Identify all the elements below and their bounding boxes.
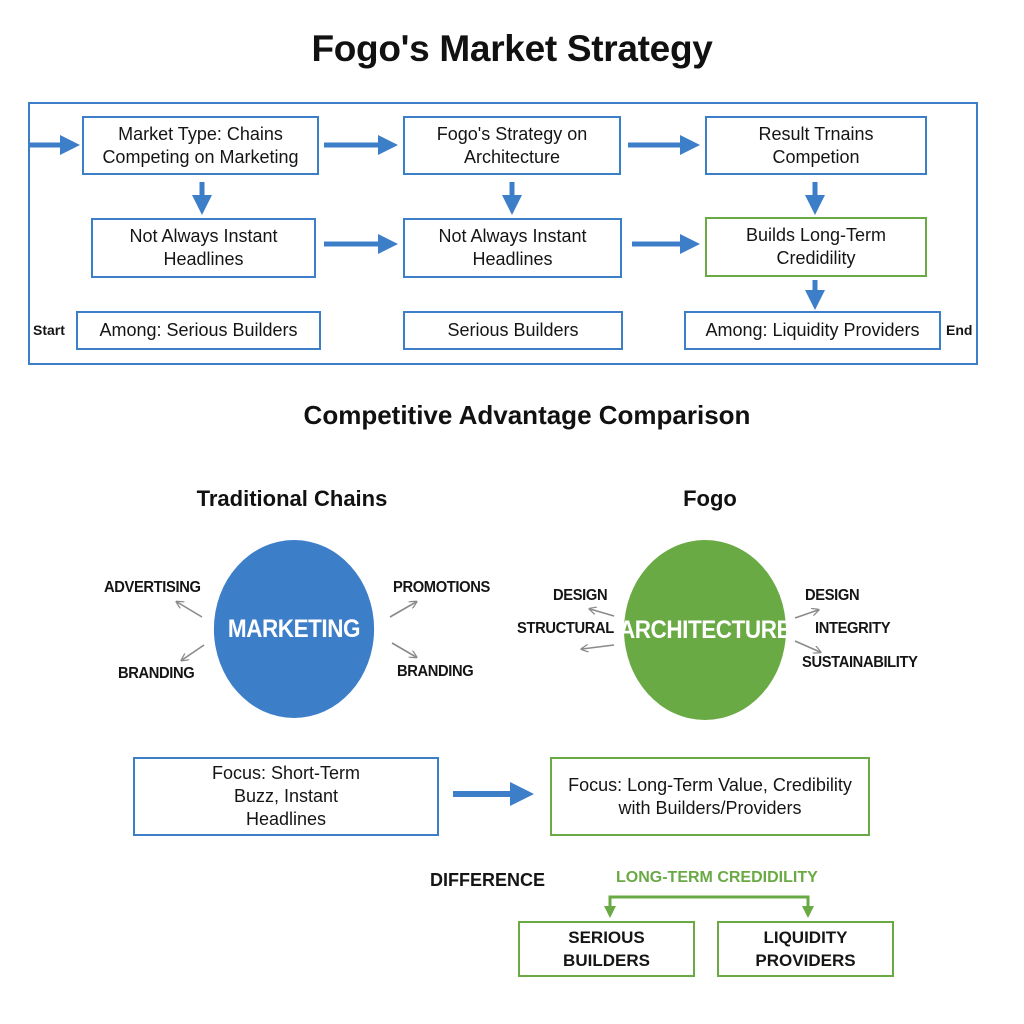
keyword-integrity: INTEGRITY — [815, 620, 891, 637]
fogo-title: Fogo — [683, 486, 737, 511]
spoke-sustainability — [794, 640, 820, 652]
focus-short-term-box: Focus: Short-Term Buzz, Instant Headline… — [133, 757, 439, 836]
flow-box-headlines-1: Not Always Instant Headlines — [91, 218, 316, 278]
start-label: Start — [33, 322, 65, 338]
spoke-structural — [582, 644, 615, 649]
flow-box-fogo-strategy: Fogo's Strategy on Architecture — [403, 116, 621, 175]
spoke-branding-left — [182, 644, 205, 660]
spoke-branding-right — [391, 642, 416, 657]
difference-bracket — [608, 895, 810, 912]
keyword-branding-right: BRANDING — [397, 663, 474, 680]
flow-box-credibility: Builds Long-Term Credidility — [705, 217, 927, 277]
keyword-design-right: DESIGN — [805, 587, 860, 604]
strategy-flow-frame — [28, 102, 978, 365]
keyword-branding-left: BRANDING — [118, 665, 195, 682]
end-label: End — [946, 322, 973, 338]
flow-box-among-builders: Among: Serious Builders — [76, 311, 321, 350]
focus-long-term-box: Focus: Long-Term Value, Credibility with… — [550, 757, 870, 836]
page-title: Fogo's Market Strategy — [311, 28, 713, 69]
keyword-design-left: DESIGN — [553, 587, 608, 604]
flow-box-headlines-2: Not Always Instant Headlines — [403, 218, 622, 278]
target-serious-builders-label: SERIOUS BUILDERS — [563, 928, 650, 970]
keyword-promotions: PROMOTIONS — [393, 579, 490, 596]
target-liquidity-providers: LIQUIDITY PROVIDERS — [717, 921, 894, 977]
architecture-label: ARCHITECTURE — [618, 615, 792, 644]
marketing-circle: MARKETING — [213, 540, 375, 718]
marketing-label: MARKETING — [227, 614, 361, 643]
flow-box-market-type: Market Type: Chains Competing on Marketi… — [82, 116, 319, 175]
target-serious-builders: SERIOUS BUILDERS — [518, 921, 695, 977]
target-liquidity-providers-label: LIQUIDITY PROVIDERS — [755, 928, 856, 970]
spoke-promotions — [389, 602, 416, 618]
difference-value: LONG-TERM CREDIDILITY — [616, 869, 818, 886]
difference-label: DIFFERENCE — [430, 870, 546, 890]
keyword-sustainability: SUSTAINABILITY — [802, 654, 918, 671]
flow-box-among-liquidity: Among: Liquidity Providers — [684, 311, 941, 350]
keyword-structural: STRUCTURAL — [517, 620, 614, 637]
flow-box-serious-builders: Serious Builders — [403, 311, 623, 350]
spoke-design-right — [794, 610, 818, 619]
traditional-chains-title: Traditional Chains — [196, 486, 388, 511]
spoke-advertising — [177, 602, 203, 618]
flow-box-result: Result Trnains Competion — [705, 116, 927, 175]
comparison-heading: Competitive Advantage Comparison — [303, 400, 751, 430]
keyword-advertising: ADVERTISING — [104, 579, 201, 596]
architecture-circle: ARCHITECTURE — [619, 540, 791, 720]
spoke-design-left — [590, 609, 615, 617]
